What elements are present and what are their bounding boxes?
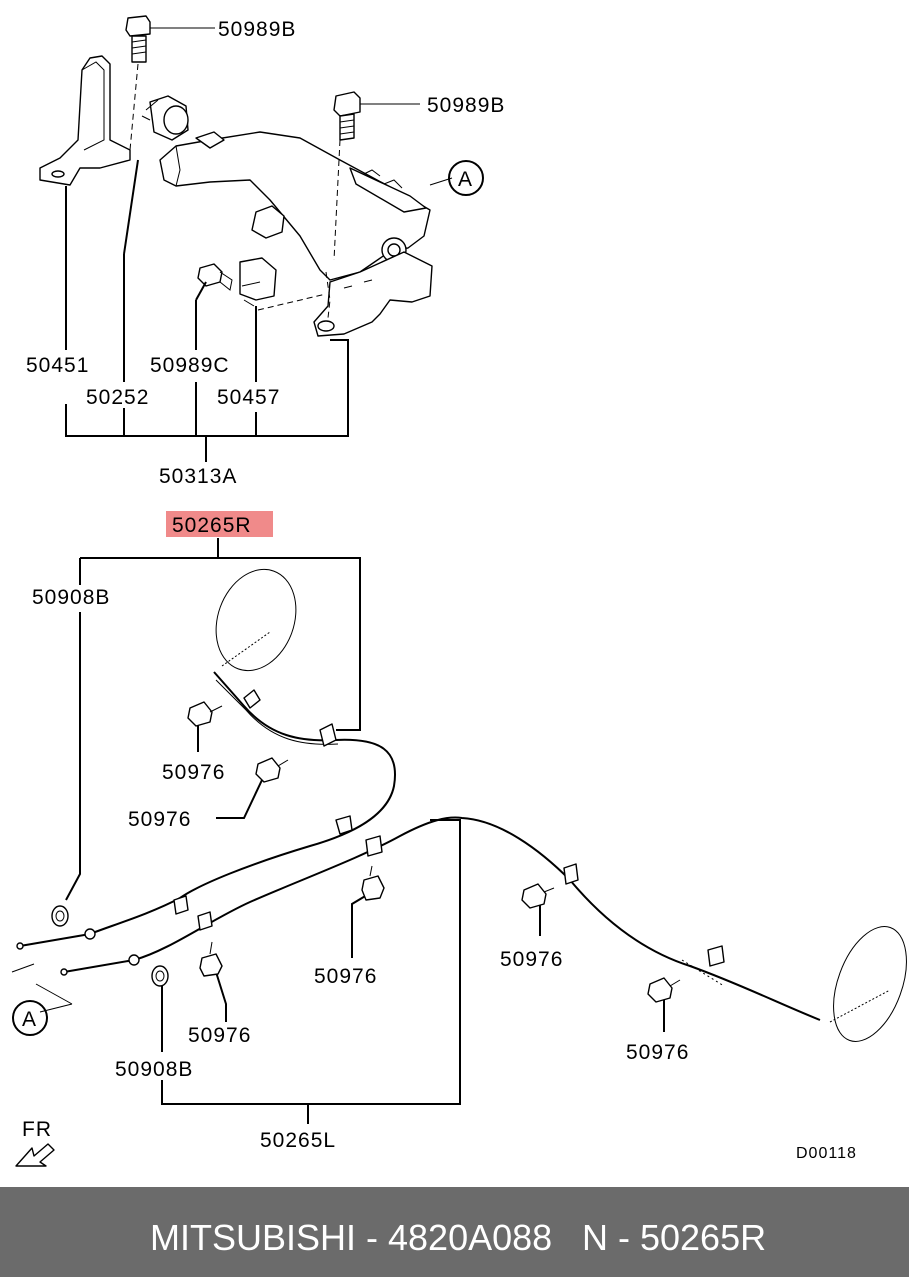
label-50976-6: 50976 [626, 1041, 689, 1064]
bolt-50989c [197, 263, 233, 291]
highlight-50265r [166, 511, 273, 537]
label-50252: 50252 [86, 386, 149, 409]
brake-cables [16, 568, 907, 1042]
label-50976-3: 50976 [314, 965, 377, 988]
label-50908b-top: 50908B [32, 586, 110, 609]
switch-50457 [239, 257, 277, 307]
clip-50252 [141, 95, 189, 141]
label-50265r: 50265R [172, 514, 252, 537]
label-50265l: 50265L [260, 1129, 336, 1152]
bolt-50976-1 [187, 701, 223, 727]
parts-diagram: A 50989B 50989B 50451 50989C 50252 50457… [11, 15, 907, 1167]
bolt-50976-3 [361, 865, 385, 901]
fr-label: FR [22, 1118, 52, 1141]
washer-50908b-top [51, 905, 69, 927]
bolt-50976-5 [521, 883, 555, 909]
label-50989b-right: 50989B [427, 94, 505, 117]
label-50989c: 50989C [150, 354, 230, 377]
label-50989b-top: 50989B [218, 18, 296, 41]
callout-a-bottom [12, 1000, 48, 1036]
label-50976-4: 50976 [188, 1024, 251, 1047]
front-arrow-icon [15, 1143, 55, 1167]
callout-a-bottom-label: A [22, 1008, 37, 1031]
callout-a-top [448, 160, 484, 196]
lever-base [313, 251, 433, 337]
footer-brand-part: MITSUBISHI - 4820A088 [150, 1217, 553, 1258]
label-50976-5: 50976 [500, 948, 563, 971]
label-50313a: 50313A [159, 465, 237, 488]
upper-leader-lines [65, 159, 349, 462]
bracket-50451 [39, 55, 131, 186]
label-50457: 50457 [217, 386, 280, 409]
bolt-50989b-top [125, 15, 151, 63]
footer-ref-part: N - 50265R [582, 1217, 767, 1258]
bolt-50976-2 [255, 757, 289, 783]
bolt-50976-6 [647, 977, 681, 1003]
washer-50908b-bottom [151, 965, 169, 987]
bolt-50976-4 [199, 941, 223, 977]
lower-leader-lines [65, 538, 665, 1124]
bolt-50989b-right [333, 91, 361, 141]
parking-lever-assembly [39, 15, 453, 337]
label-50451: 50451 [26, 354, 89, 377]
callout-a-top-label: A [458, 168, 473, 191]
label-50976-1: 50976 [162, 761, 225, 784]
diagram-code: D00118 [796, 1145, 857, 1162]
footer-bar: MITSUBISHI - 4820A088 N - 50265R [0, 1187, 909, 1277]
label-50908b-bottom: 50908B [115, 1058, 193, 1081]
label-50976-2: 50976 [128, 808, 191, 831]
